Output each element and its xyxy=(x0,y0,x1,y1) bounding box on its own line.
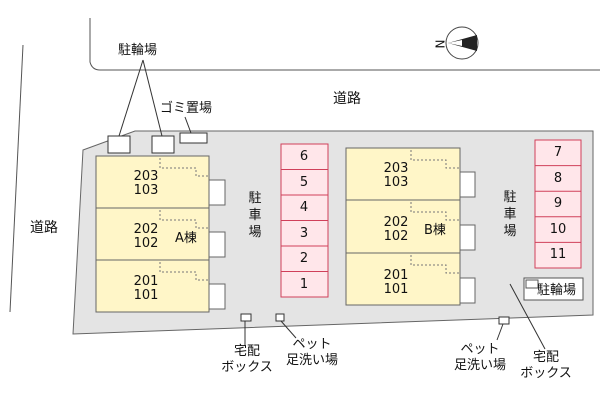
parking-space-7: 7 xyxy=(553,145,563,160)
building-a-name: A棟 xyxy=(175,231,197,246)
parking-label-right: 駐車場 xyxy=(503,190,517,239)
delivery-box-label-left: 宅配ボックス xyxy=(221,344,273,375)
parking-space-1: 1 xyxy=(299,277,309,292)
bicycle-box-2 xyxy=(151,135,175,154)
leader-delivery-right xyxy=(509,283,546,350)
leader-pet-right xyxy=(496,323,504,341)
leader-bicycle-1 xyxy=(118,59,144,137)
pet-wash-right-marker xyxy=(498,316,510,325)
pet-wash-label-right: ペット足洗い場 xyxy=(453,342,506,373)
leader-garbage xyxy=(184,116,192,134)
parking-spaces-right xyxy=(534,139,582,269)
north-label: N xyxy=(433,39,448,49)
building-a xyxy=(95,155,226,313)
road-label-left: 道路 xyxy=(30,220,58,236)
building-b-name: B棟 xyxy=(424,223,446,238)
delivery-box-label-right: 宅配ボックス xyxy=(520,350,572,381)
pet-wash-label-left: ペット足洗い場 xyxy=(285,337,338,368)
parking-space-11: 11 xyxy=(549,247,567,262)
pet-wash-left-marker xyxy=(275,313,285,322)
parking-space-4: 4 xyxy=(299,200,309,215)
parking-space-2: 2 xyxy=(299,251,309,266)
parking-space-6: 6 xyxy=(299,149,309,164)
north-compass-icon xyxy=(445,26,479,60)
parking-space-8: 8 xyxy=(553,171,563,186)
parking-space-3: 3 xyxy=(299,226,309,241)
parking-label-left: 駐車場 xyxy=(248,191,262,240)
parking-space-10: 10 xyxy=(549,222,567,237)
road-edge-left xyxy=(9,44,24,313)
bicycle-box-1 xyxy=(107,135,131,154)
road-label-top: 道路 xyxy=(333,91,361,107)
garbage-label: ゴミ置場 xyxy=(160,101,213,116)
parking-space-9: 9 xyxy=(553,196,563,211)
bicycle-parking-label-top: 駐輪場 xyxy=(118,43,158,58)
parking-space-5: 5 xyxy=(299,175,309,190)
building-b xyxy=(345,147,476,306)
leader-pet-left xyxy=(280,320,297,339)
road-edge-top xyxy=(89,18,600,71)
garbage-box xyxy=(179,132,208,144)
delivery-box-left-marker xyxy=(240,313,252,322)
bicycle-parking-right-box xyxy=(523,277,584,301)
bicycle-parking-right-inner xyxy=(525,279,539,289)
leader-bicycle-2 xyxy=(142,59,163,137)
parking-spaces-left xyxy=(280,143,329,298)
bicycle-parking-label-right: 駐輪場 xyxy=(537,283,577,298)
